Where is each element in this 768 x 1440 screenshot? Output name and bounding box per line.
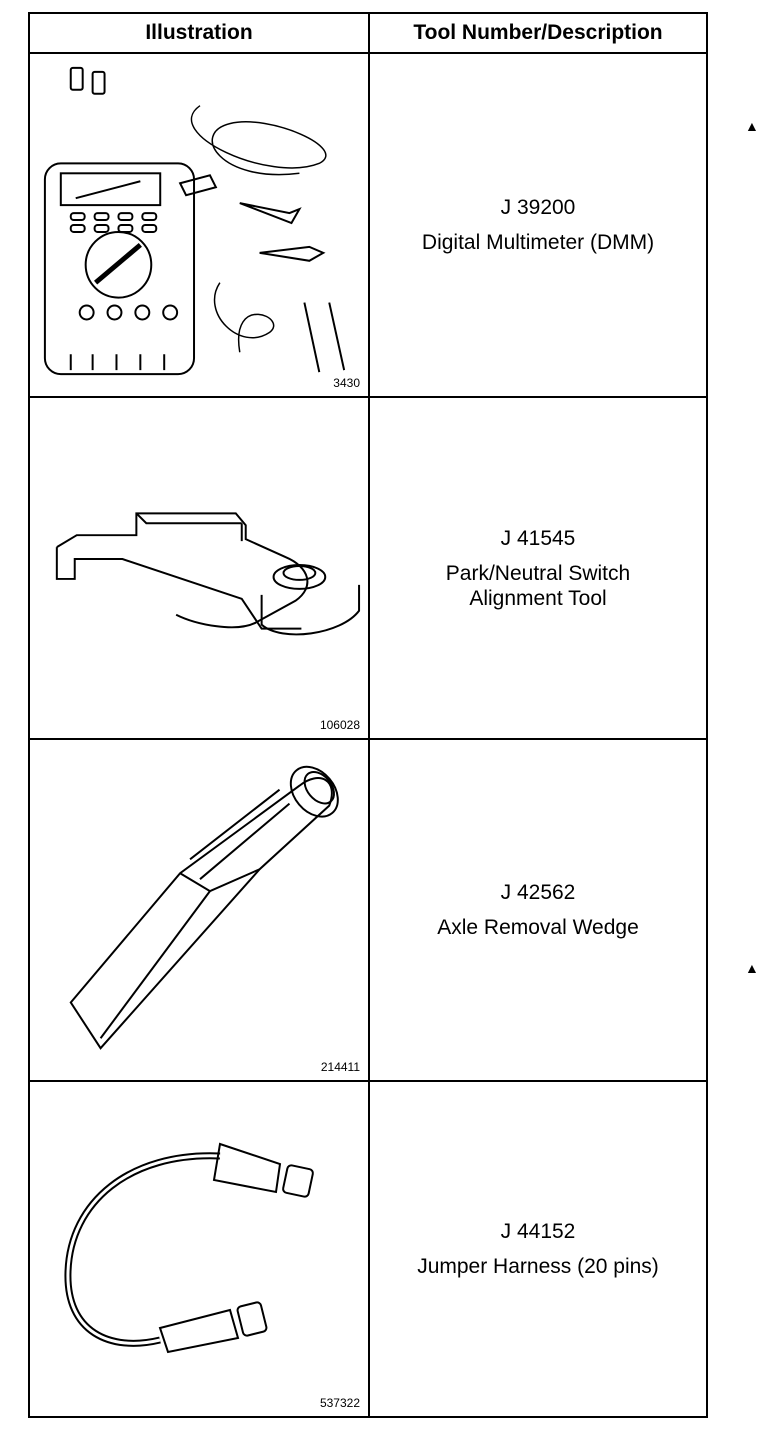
illustration-cell-3: 214411 — [30, 740, 370, 1082]
tool-description-line: Alignment Tool — [469, 586, 607, 610]
special-tools-table: Illustration Tool Number/Description 343… — [28, 12, 708, 1418]
alignment-tool-icon — [55, 512, 361, 636]
scan-mark: ▲ — [745, 118, 759, 134]
tool-number: J 42562 — [500, 881, 576, 904]
tool-description-line: Axle Removal Wedge — [437, 916, 639, 939]
figure-number: 3430 — [333, 376, 360, 390]
tool-description-line: Park/Neutral Switch — [445, 561, 631, 585]
illustration-cell-1: 3430 — [30, 54, 370, 398]
description-cell-3: J 42562 Axle Removal Wedge — [370, 740, 706, 1082]
digital-multimeter-icon — [43, 66, 346, 376]
tool-number: J 44152 — [500, 1220, 576, 1243]
figure-number: 537322 — [319, 1396, 360, 1410]
tool-description-line: Digital Multimeter (DMM) — [421, 231, 655, 254]
header-illustration: Illustration — [30, 14, 370, 54]
description-cell-2: J 41545 Park/Neutral Switch Alignment To… — [370, 398, 706, 740]
header-tool-description: Tool Number/Description — [370, 14, 706, 54]
jumper-harness-icon — [64, 1142, 314, 1354]
illustration-cell-4: 537322 — [30, 1082, 370, 1416]
description-cell-4: J 44152 Jumper Harness (20 pins) — [370, 1082, 706, 1416]
description-cell-1: J 39200 Digital Multimeter (DMM) — [370, 54, 706, 398]
illustration-cell-2: 106028 — [30, 398, 370, 740]
figure-number: 214411 — [320, 1060, 360, 1074]
tool-number: J 39200 — [500, 196, 576, 219]
figure-number: 106028 — [319, 718, 360, 732]
scan-mark: ▲ — [745, 960, 759, 976]
tool-number: J 41545 — [500, 526, 576, 550]
tool-description-line: Jumper Harness (20 pins) — [417, 1255, 659, 1278]
axle-wedge-icon — [69, 765, 339, 1050]
